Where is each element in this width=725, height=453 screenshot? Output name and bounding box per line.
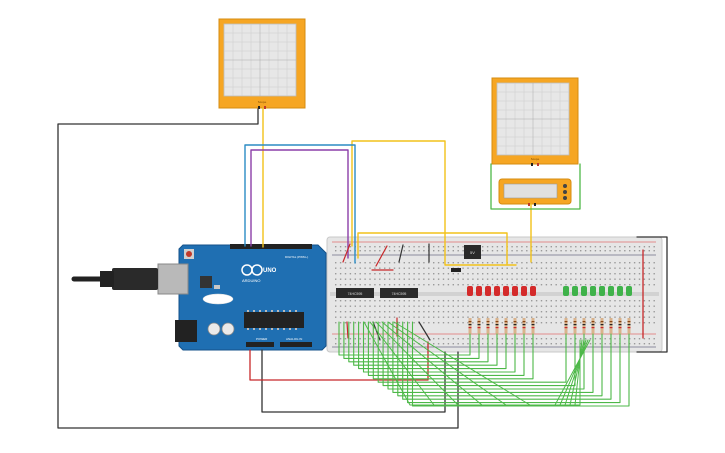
resistor[interactable] bbox=[609, 318, 613, 334]
capacitor-1 bbox=[207, 322, 221, 336]
power-header-label: POWER bbox=[256, 337, 268, 341]
shift-register-1[interactable]: 74HC595 bbox=[336, 288, 374, 298]
reset-button[interactable] bbox=[186, 251, 192, 257]
led-array bbox=[467, 286, 632, 296]
resistor[interactable] bbox=[618, 318, 622, 334]
shift-register-2[interactable]: 74HC595 bbox=[380, 288, 418, 298]
wire-black-1 bbox=[57, 108, 459, 429]
regulator-label: 5V bbox=[470, 250, 475, 255]
wire-blue bbox=[244, 144, 356, 264]
led-red[interactable] bbox=[521, 286, 527, 296]
resistor[interactable] bbox=[600, 318, 604, 334]
led-green[interactable] bbox=[608, 286, 614, 296]
led-green[interactable] bbox=[590, 286, 596, 296]
scope1-label: Scope bbox=[258, 100, 267, 104]
led-green[interactable] bbox=[563, 286, 569, 296]
resistor[interactable] bbox=[573, 318, 577, 334]
ic2-label: 74HC595 bbox=[392, 292, 407, 296]
arduino-uno[interactable]: DIGITAL (PWM~) UNO ARDUINO bbox=[157, 244, 327, 351]
atmega-chip bbox=[244, 312, 304, 328]
power-header bbox=[246, 342, 274, 347]
multimeter-module[interactable] bbox=[498, 178, 572, 206]
resistor[interactable] bbox=[531, 318, 535, 334]
led-red[interactable] bbox=[503, 286, 509, 296]
resistor[interactable] bbox=[564, 318, 568, 334]
wire-black-right bbox=[636, 236, 668, 353]
resistor[interactable] bbox=[486, 318, 490, 334]
led-red[interactable] bbox=[494, 286, 500, 296]
model-text: UNO bbox=[263, 268, 277, 274]
resistor[interactable] bbox=[591, 318, 595, 334]
ic1-label: 74HC595 bbox=[348, 292, 363, 296]
usb-cable[interactable] bbox=[71, 268, 158, 290]
resistor[interactable] bbox=[522, 318, 526, 334]
resistor[interactable] bbox=[513, 318, 517, 334]
resistor[interactable] bbox=[504, 318, 508, 334]
analog-header-label: ANALOG IN bbox=[286, 337, 302, 341]
oscilloscope-2[interactable]: Scope bbox=[491, 77, 579, 166]
wire-red-1 bbox=[249, 341, 429, 381]
led-red[interactable] bbox=[485, 286, 491, 296]
led-green[interactable] bbox=[626, 286, 632, 296]
resistor[interactable] bbox=[627, 318, 631, 334]
scope2-grid bbox=[497, 83, 569, 155]
analog-header bbox=[280, 342, 312, 347]
led-green[interactable] bbox=[617, 286, 623, 296]
wire-purple bbox=[250, 149, 349, 259]
digital-header-label: DIGITAL (PWM~) bbox=[285, 255, 308, 259]
wire-green-scope2 bbox=[490, 163, 581, 210]
led-red[interactable] bbox=[476, 286, 482, 296]
resistor[interactable] bbox=[468, 318, 472, 334]
resistor[interactable] bbox=[495, 318, 499, 334]
resistor[interactable] bbox=[582, 318, 586, 334]
led-red[interactable] bbox=[467, 286, 473, 296]
oscilloscope-1[interactable]: Scope bbox=[218, 18, 306, 109]
led-green[interactable] bbox=[581, 286, 587, 296]
led-red[interactable] bbox=[512, 286, 518, 296]
wire-yellow-2 bbox=[351, 140, 517, 266]
scope2-label: Scope bbox=[531, 157, 540, 161]
usb-port bbox=[157, 263, 189, 295]
led-green[interactable] bbox=[572, 286, 578, 296]
led-green[interactable] bbox=[599, 286, 605, 296]
resistor-array bbox=[468, 318, 631, 334]
digital-header bbox=[230, 244, 312, 249]
arduino-logo-icon bbox=[241, 264, 263, 276]
voltage-regulator[interactable]: 5V bbox=[451, 245, 481, 272]
resistor[interactable] bbox=[477, 318, 481, 334]
wires bbox=[57, 107, 668, 429]
capacitor-2 bbox=[221, 322, 235, 336]
power-jack bbox=[175, 320, 197, 342]
brand-text: ARDUINO bbox=[242, 278, 260, 283]
scope1-grid bbox=[224, 24, 296, 96]
wire-yellow-3 bbox=[357, 232, 508, 265]
led-red[interactable] bbox=[530, 286, 536, 296]
